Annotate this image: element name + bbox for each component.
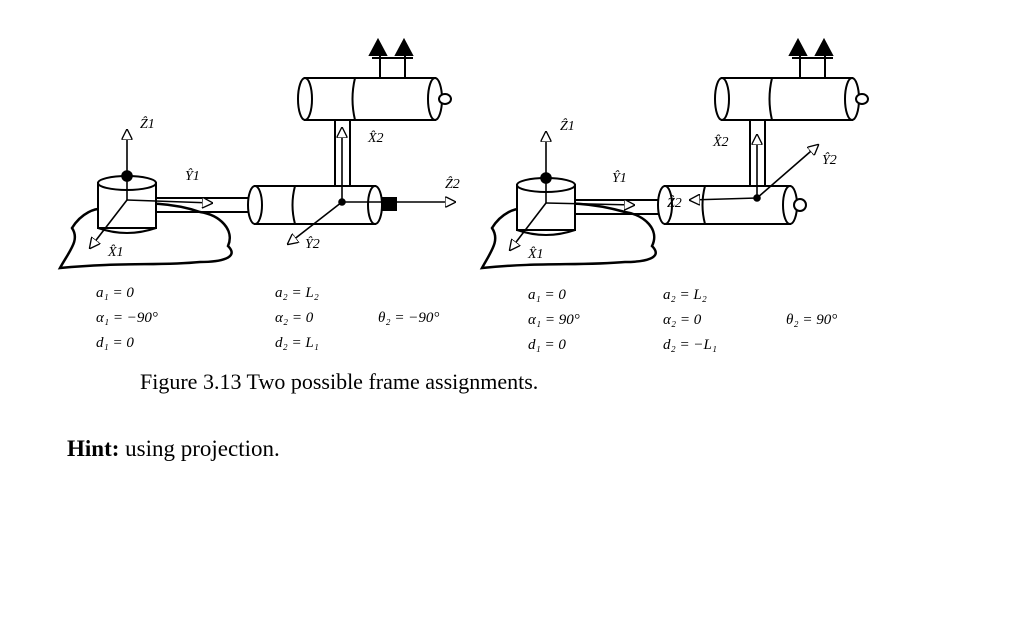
right-y2-label: Ŷ2 [822,151,837,168]
right-alpha1: α₁ = 90° [528,312,580,328]
left-a1: a₁ = 0 [96,285,134,301]
figure-caption: Figure 3.13 Two possible frame assignmen… [140,369,539,394]
hint-label: Hint: [67,436,120,461]
left-a2: a₂ = L₂ [275,285,319,301]
left-theta2: θ₂ = −90° [378,310,440,326]
left-alpha2: α₂ = 0 [275,310,314,326]
right-z2-label: Ẑ2 [667,194,682,211]
right-diagram [479,37,869,270]
right-d2: d₂ = −L₁ [663,337,718,353]
right-x1-label: X̂1 [527,246,544,262]
right-y1-label: Ŷ1 [612,169,627,186]
right-x2-label: X̂2 [712,134,729,150]
left-z1-label: Ẑ1 [140,115,155,132]
left-d2: d₂ = L₁ [275,335,319,351]
right-d1: d₁ = 0 [528,337,566,353]
right-a2: a₂ = L₂ [663,287,707,303]
right-a1: a₁ = 0 [528,287,566,303]
hint-text: using projection. [119,436,280,461]
left-x1-label: X̂1 [107,244,124,260]
right-alpha2: α₂ = 0 [663,312,702,328]
left-x2-label: X̂2 [367,130,384,146]
left-y2-label: Ŷ2 [305,235,320,252]
left-alpha1: α₁ = −90° [96,310,158,326]
frame-assignment-figure: Ẑ1 Ŷ1 X̂1 X̂2 Ẑ2 Ŷ2 Ẑ1 Ŷ1 X̂1 X̂2 Ẑ2 Ŷ2 [57,37,869,270]
hint-paragraph: Hint: using projection. [67,436,280,462]
left-diagram [57,37,455,270]
left-d1: d₁ = 0 [96,335,134,351]
right-z1-label: Ẑ1 [560,117,575,134]
right-theta2: θ₂ = 90° [786,312,838,328]
left-z2-label: Ẑ2 [445,175,460,192]
left-y1-label: Ŷ1 [185,167,200,184]
